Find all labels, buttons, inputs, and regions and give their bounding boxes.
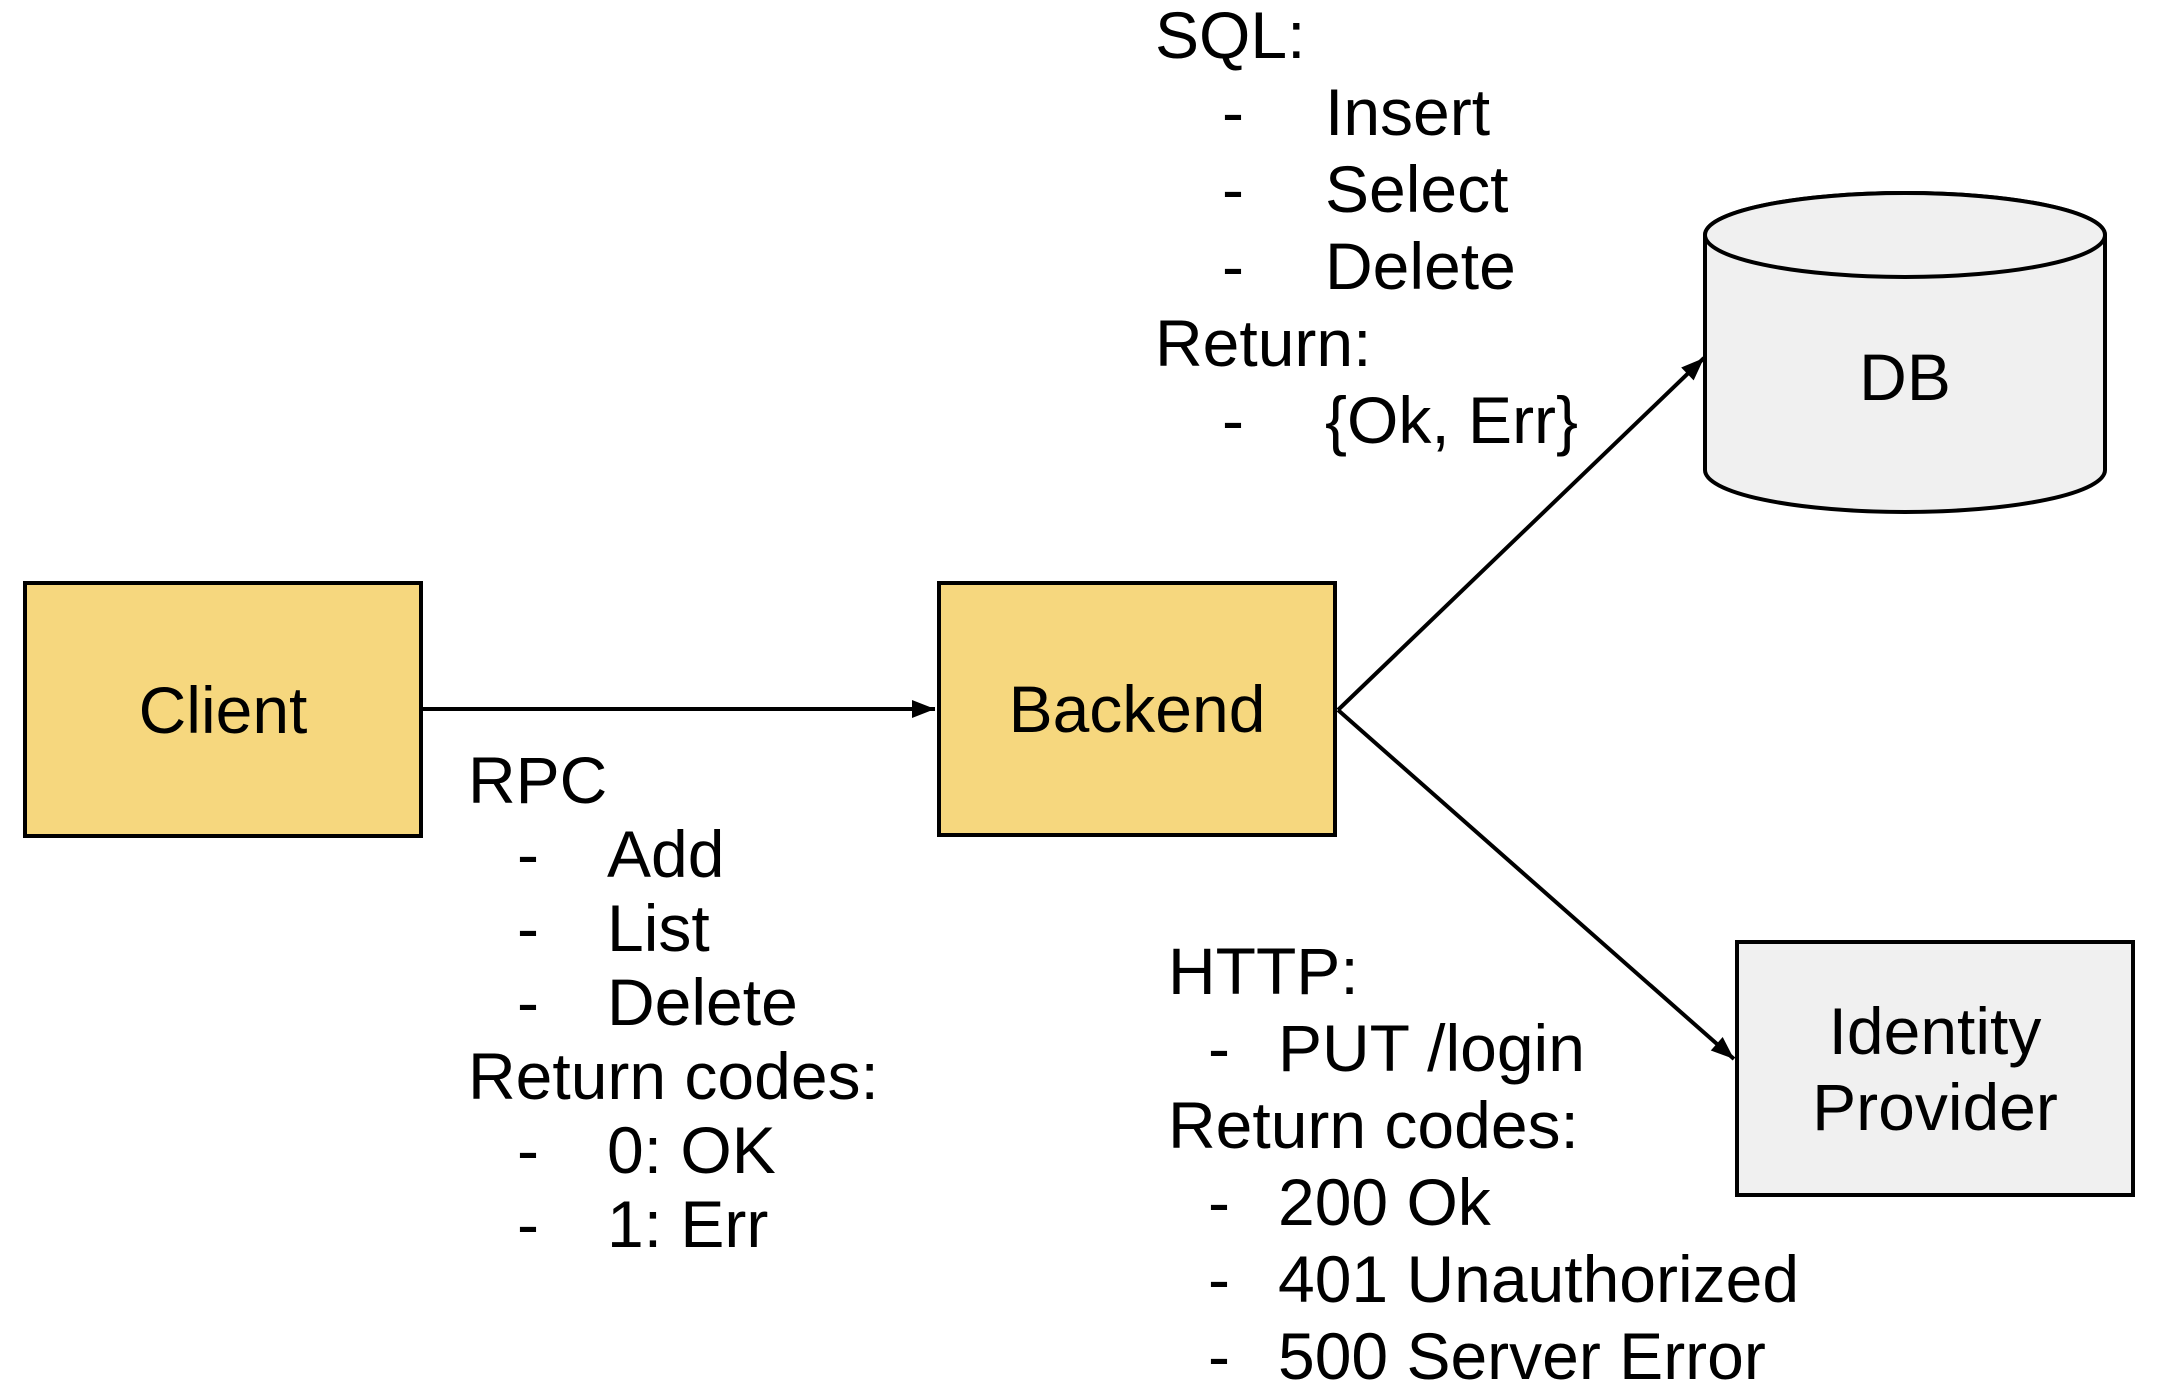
sql-return-title: Return:	[1155, 306, 1372, 380]
dash-bullet: -	[1208, 1011, 1230, 1085]
node-client-label: Client	[138, 672, 308, 747]
sql-item: - Select	[1155, 151, 1578, 228]
rpc-item-text: Delete	[607, 965, 798, 1039]
dash-bullet: -	[517, 891, 539, 965]
dash-bullet: -	[1222, 152, 1244, 226]
dash-bullet: -	[517, 1113, 539, 1187]
dash-bullet: -	[1208, 1165, 1230, 1239]
sql-title: SQL:	[1155, 0, 1306, 72]
sql-return-item: - {Ok, Err}	[1155, 382, 1578, 459]
rpc-item: -List	[468, 891, 879, 965]
dash-bullet: -	[517, 1187, 539, 1261]
rpc-annotation[interactable]: RPC -Add -List -Delete Return codes: -0:…	[468, 743, 879, 1261]
sql-item: - Delete	[1155, 228, 1578, 305]
dash-bullet: -	[1208, 1319, 1230, 1393]
http-item-text: PUT /login	[1278, 1011, 1585, 1085]
sql-annotation[interactable]: SQL: - Insert - Select - Delete Return: - {O…	[1155, 0, 1578, 459]
dash-bullet: -	[1222, 229, 1244, 303]
dash-bullet: -	[1222, 75, 1244, 149]
node-backend[interactable]: Backend	[937, 581, 1337, 837]
node-identity-provider-label-line2: Provider	[1812, 1069, 2058, 1144]
rpc-item-text: List	[607, 891, 710, 965]
http-item: -PUT /login	[1168, 1010, 1799, 1087]
dash-bullet: -	[1222, 383, 1244, 457]
rpc-item: -Delete	[468, 965, 879, 1039]
rpc-return-item: -1: Err	[468, 1187, 879, 1261]
http-return-title: Return codes:	[1168, 1088, 1579, 1162]
http-return-item-text: 500 Server Error	[1278, 1319, 1766, 1393]
node-client[interactable]: Client	[23, 581, 423, 838]
http-return-item: -401 Unauthorized	[1168, 1241, 1799, 1318]
dash-bullet: -	[517, 817, 539, 891]
node-identity-provider-label-line1: Identity	[1828, 993, 2042, 1068]
rpc-return-item-text: 0: OK	[607, 1113, 776, 1187]
sql-item-text: Delete	[1325, 229, 1516, 303]
rpc-item-text: Add	[607, 817, 725, 891]
db-cylinder-shape[interactable]	[1703, 191, 2107, 514]
rpc-item: -Add	[468, 817, 879, 891]
arrow-backend-to-identity-provider[interactable]	[1336, 708, 1736, 1061]
sql-item: - Insert	[1155, 74, 1578, 151]
dash-bullet: -	[517, 965, 539, 1039]
sql-item-text: Select	[1325, 152, 1509, 226]
http-return-item-text: 401 Unauthorized	[1278, 1242, 1800, 1316]
dash-bullet: -	[1208, 1242, 1230, 1316]
node-backend-label: Backend	[1008, 672, 1266, 746]
rpc-return-item-text: 1: Err	[607, 1187, 769, 1261]
node-identity-provider[interactable]: Identity Provider	[1735, 940, 2135, 1197]
rpc-return-item: -0: OK	[468, 1113, 879, 1187]
http-return-item: -500 Server Error	[1168, 1318, 1799, 1395]
http-title: HTTP:	[1168, 934, 1359, 1008]
sql-return-item-text: {Ok, Err}	[1325, 383, 1579, 457]
rpc-title: RPC	[468, 743, 608, 817]
node-db-label: DB	[1859, 340, 1951, 414]
arrow-backend-to-db[interactable]	[1336, 356, 1706, 712]
rpc-return-title: Return codes:	[468, 1039, 879, 1113]
http-annotation[interactable]: HTTP: -PUT /login Return codes: -200 Ok …	[1168, 933, 1799, 1395]
http-return-item: -200 Ok	[1168, 1164, 1799, 1241]
sql-item-text: Insert	[1325, 75, 1491, 149]
http-return-item-text: 200 Ok	[1278, 1165, 1491, 1239]
